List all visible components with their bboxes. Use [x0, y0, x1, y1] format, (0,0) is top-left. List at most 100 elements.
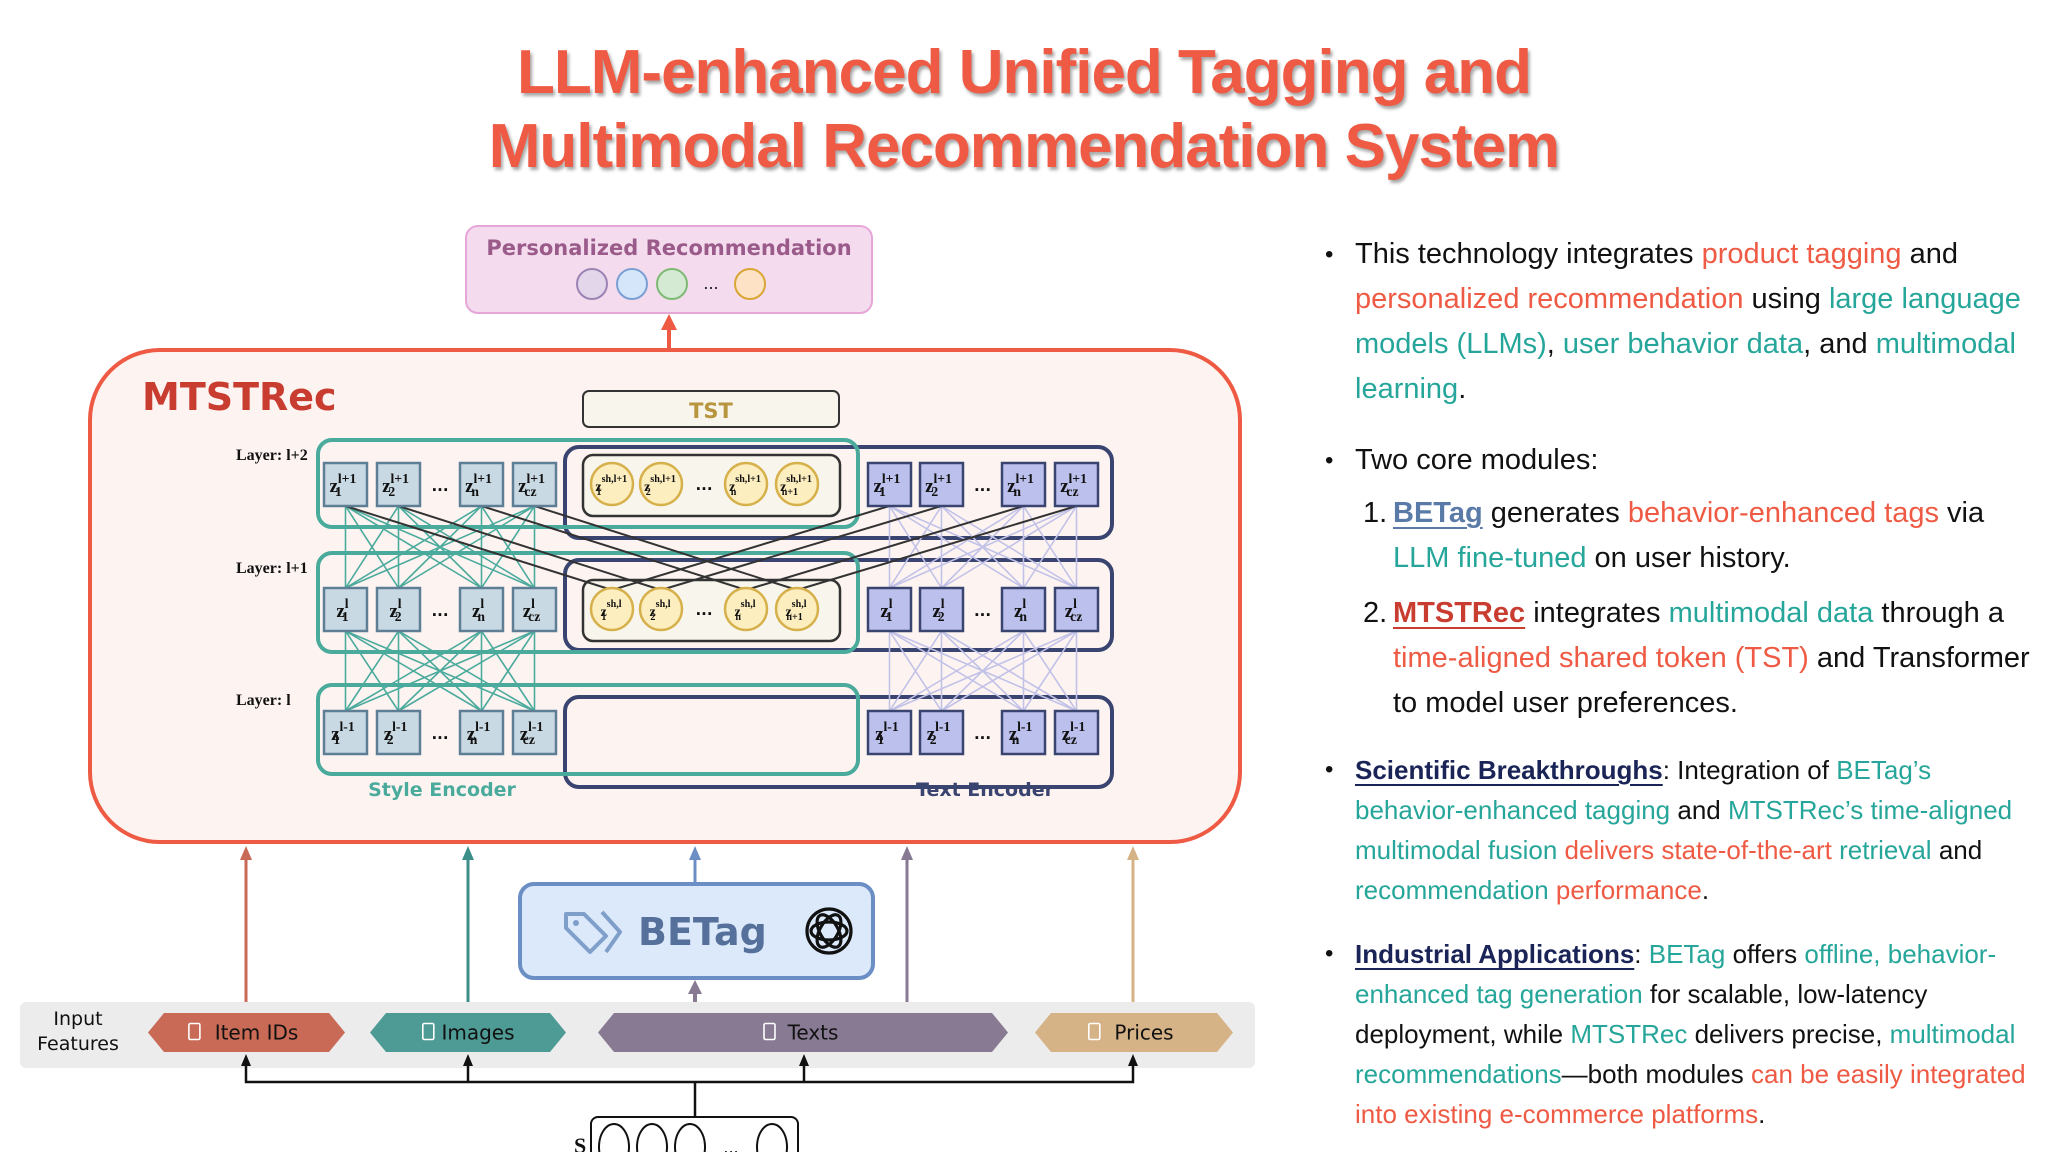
- highlight: multimodal data: [1668, 597, 1874, 629]
- tst-label: TST: [689, 399, 733, 423]
- style-token-box: [375, 709, 422, 756]
- sequence-ellipsis: ...: [723, 1138, 738, 1152]
- cross-modal-edge: [660, 505, 942, 591]
- betag-box: BETag: [518, 882, 875, 980]
- cross-modal-edge: [398, 505, 662, 591]
- highlight: recommendation: [1355, 875, 1549, 905]
- input-feature-shape: [598, 1013, 1008, 1052]
- highlight: user behavior data: [1562, 328, 1804, 360]
- bullet-dot: •: [1325, 756, 1334, 783]
- highlight: behavior-enhanced tags: [1627, 497, 1939, 529]
- highlight: time-aligned shared token (TST): [1393, 642, 1809, 674]
- text-attention-edge: [888, 630, 943, 712]
- text-attention-edge: [889, 505, 1024, 589]
- bullet-overview: • This technology integrates product tag…: [1323, 232, 2038, 412]
- token-ellipsis: ...: [974, 477, 991, 495]
- tst-box: [582, 390, 840, 428]
- shared-token-circle: [638, 461, 684, 507]
- text-token-box: [1000, 461, 1047, 508]
- input-arrows: [240, 846, 1139, 1013]
- bullet-dot: •: [1325, 241, 1334, 268]
- text: .: [1458, 373, 1467, 405]
- style-token-box: [322, 709, 369, 756]
- style-attention-edge: [344, 630, 400, 712]
- text-token-box: [1053, 586, 1100, 633]
- sequence-item: [636, 1123, 668, 1152]
- bullet-industrial-applications: • Industrial Applications: BETag offers …: [1323, 934, 2038, 1134]
- style-attention-edge: [345, 505, 482, 589]
- text: through a: [1873, 597, 2004, 629]
- input-feature-item-ids: Item IDs: [148, 1013, 345, 1052]
- shared-token-ellipsis: ...: [695, 476, 712, 494]
- sequence-item: [598, 1123, 630, 1152]
- text: : Integration of: [1662, 755, 1837, 785]
- tag-icon: [564, 910, 622, 954]
- title-line-2: Multimodal Recommendation System: [488, 112, 1560, 181]
- style-encoder-layer-frame: [316, 551, 860, 654]
- item-number: 1.: [1363, 497, 1388, 529]
- highlight: can be easily integrated into existing e…: [1355, 1059, 2026, 1129]
- style-encoder-label: Style Encoder: [368, 779, 516, 801]
- style-attention-edge: [345, 505, 535, 589]
- text: —both modules: [1561, 1059, 1751, 1089]
- highlight: retrieval: [1839, 835, 1932, 865]
- style-encoder-layer-frame: [316, 683, 860, 776]
- text: offers: [1725, 939, 1805, 969]
- bullet-dot: •: [1325, 940, 1334, 967]
- betag-label: BETag: [638, 910, 767, 954]
- highlight: multimodal learning: [1355, 328, 2016, 405]
- text-attention-edge: [889, 630, 1024, 712]
- text-encoder-label: Text Encoder: [916, 779, 1055, 801]
- shared-token-circle: [638, 586, 684, 632]
- sequence-s: S ...: [574, 1116, 799, 1152]
- text: , and: [1803, 328, 1876, 360]
- input-features-label-2: Features: [37, 1033, 119, 1055]
- cross-modal-edge: [481, 505, 747, 591]
- text: on user history.: [1586, 542, 1791, 574]
- sequence-item: [674, 1123, 706, 1152]
- cross-modal-edge: [796, 505, 1077, 591]
- sequence-label: S: [574, 1133, 586, 1152]
- style-token-box: [322, 586, 369, 633]
- style-token-box: [458, 461, 505, 508]
- bullet-scientific-breakthroughs: • Scientific Breakthroughs: Integration …: [1323, 750, 2038, 910]
- shared-token-circle: [774, 586, 820, 632]
- style-attention-edge: [480, 630, 536, 712]
- icon-shape: [421, 1022, 435, 1041]
- text: [1549, 875, 1556, 905]
- text-token-box: [1053, 461, 1100, 508]
- style-attention-edge: [398, 505, 535, 589]
- text-attention-edge: [888, 505, 943, 589]
- highlight: multimodal recommendations: [1355, 1019, 2016, 1089]
- title-line-1: LLM-enhanced Unified Tagging and: [517, 38, 1532, 107]
- input-feature-shape: [370, 1013, 566, 1052]
- layer-label: Layer: l+2: [236, 447, 308, 464]
- text-token-box: [1000, 586, 1047, 633]
- texts-arrow-head: [901, 846, 913, 860]
- text-encoder-layer-frame: [563, 445, 1114, 540]
- betag-frame: [518, 882, 875, 980]
- highlight: MTSTRec’s time-aligned multimodal fusion: [1355, 795, 2013, 865]
- style-attention-edge: [345, 630, 482, 712]
- shared-token-circle: [723, 461, 769, 507]
- recommended-item: [576, 268, 608, 300]
- text: and: [1901, 238, 1958, 270]
